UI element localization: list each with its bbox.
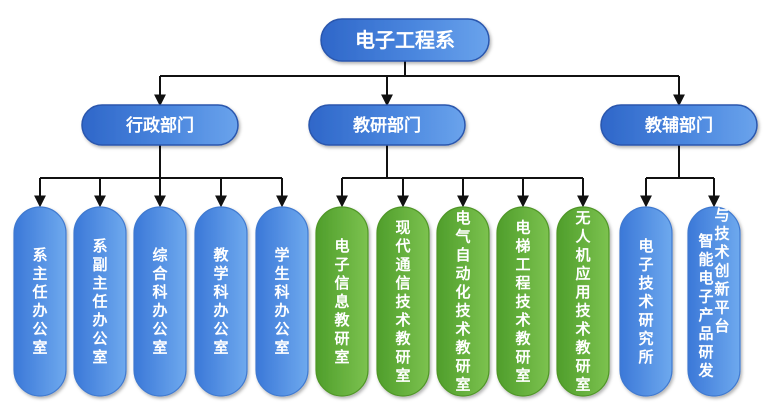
dept-node-box bbox=[81, 104, 239, 146]
unit-node-label: 电子技术研究所 bbox=[638, 237, 654, 366]
unit-node: 教学科办公室 bbox=[194, 206, 248, 397]
unit-node: 电子技术研究所 bbox=[619, 206, 673, 397]
unit-node-box bbox=[255, 206, 309, 397]
unit-node: 无人机应用技术教研室 bbox=[556, 206, 610, 397]
root-node: 电子工程系 bbox=[320, 18, 490, 62]
unit-node: 现代通信技术教研室 bbox=[376, 206, 430, 397]
unit-node-box bbox=[687, 206, 741, 397]
unit-node: 电梯工程技术教研室 bbox=[496, 206, 550, 397]
unit-node: 系主任办公室 bbox=[13, 206, 67, 397]
unit-node: 学生科办公室 bbox=[255, 206, 309, 397]
root-node-box bbox=[320, 18, 490, 62]
unit-node-label: 教学科办公室 bbox=[212, 246, 229, 357]
dept-node-box bbox=[600, 104, 758, 146]
unit-node-box bbox=[133, 206, 187, 397]
unit-node-label: 学生科办公室 bbox=[274, 246, 289, 357]
unit-node-label: 电气自动化技术教研室 bbox=[454, 209, 471, 394]
dept-node-label: 行政部门 bbox=[125, 115, 194, 136]
unit-node: 综合科办公室 bbox=[133, 206, 187, 397]
unit-node-box bbox=[436, 206, 490, 397]
unit-node-box bbox=[13, 206, 67, 397]
unit-node-box bbox=[376, 206, 430, 397]
unit-node-label: 无人机应用技术教研室 bbox=[574, 209, 591, 394]
dept-node-label: 教研部门 bbox=[352, 115, 421, 136]
dept-node-label: 教辅部门 bbox=[644, 115, 713, 136]
unit-node-box bbox=[496, 206, 550, 397]
unit-node-box bbox=[194, 206, 248, 397]
connector-lines bbox=[34, 61, 720, 208]
unit-node-box bbox=[73, 206, 127, 397]
unit-node-label: 电子信息教研室 bbox=[333, 237, 350, 366]
unit-node: 电气自动化技术教研室 bbox=[436, 206, 490, 397]
dept-node-box bbox=[308, 104, 466, 146]
unit-node-label: 现代通信技术教研室 bbox=[394, 218, 411, 384]
unit-node-label: 系副主任办公室 bbox=[91, 237, 107, 366]
unit-node-box bbox=[315, 206, 369, 397]
dept-node: 教研部门 bbox=[308, 104, 466, 146]
unit-node-label: 电梯工程技术教研室 bbox=[514, 218, 531, 384]
unit-node-box bbox=[556, 206, 610, 397]
unit-node: 电子信息教研室 bbox=[315, 206, 369, 397]
dept-node: 教辅部门 bbox=[600, 104, 758, 146]
unit-node-label: 系主任办公室 bbox=[31, 246, 47, 357]
unit-node-label: 与技术创新平台 bbox=[713, 206, 730, 335]
root-node-label: 电子工程系 bbox=[355, 28, 455, 52]
unit-node-label: 智能电子产品研发 bbox=[697, 232, 714, 380]
unit-node: 系副主任办公室 bbox=[73, 206, 127, 397]
unit-node-label: 综合科办公室 bbox=[151, 246, 168, 357]
unit-node-box bbox=[619, 206, 673, 397]
dept-node: 行政部门 bbox=[81, 104, 239, 146]
